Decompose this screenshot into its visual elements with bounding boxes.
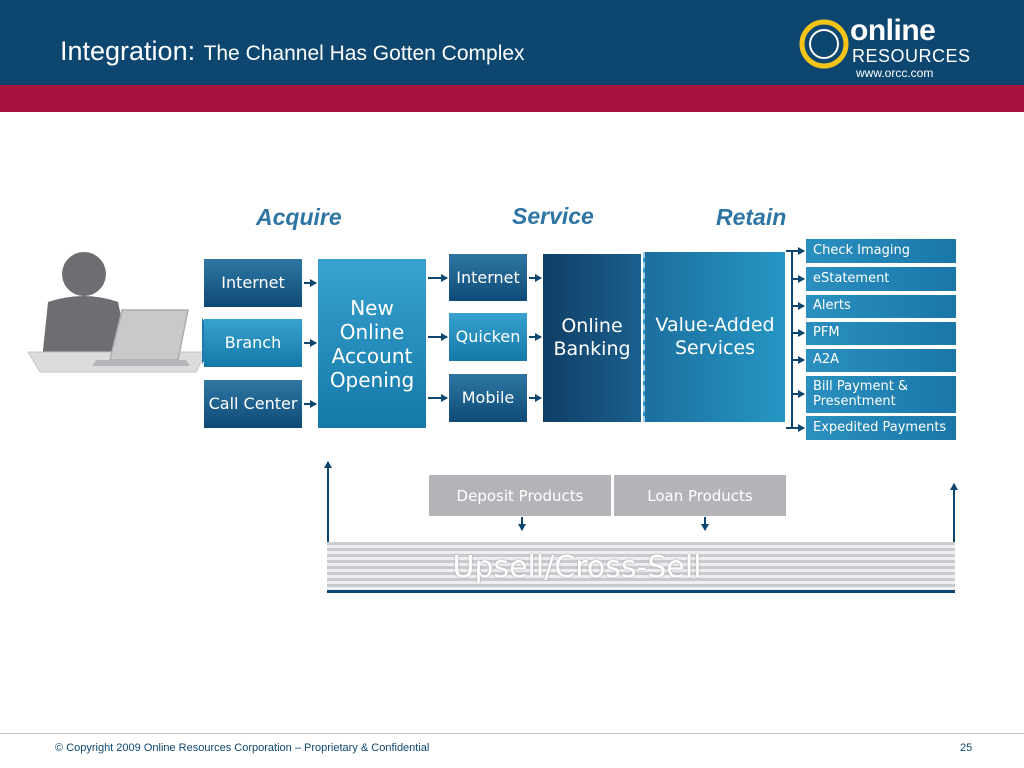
footer-divider <box>0 733 1024 734</box>
logo-ring-icon <box>799 19 849 69</box>
slide-title: Integration: The Channel Has Gotten Comp… <box>60 36 525 67</box>
service-internet: Internet <box>449 254 527 301</box>
service-alerts: Alerts <box>806 295 956 318</box>
logo-url: www.orcc.com <box>856 66 934 80</box>
title-main: Integration: <box>60 36 196 66</box>
service-bill-payment: Bill Payment & Presentment <box>806 376 956 413</box>
page-number: 25 <box>960 742 973 754</box>
service-expedited-payments: Expedited Payments <box>806 416 956 440</box>
acquire-branch: Branch <box>204 319 302 367</box>
upsell-bar <box>327 542 955 593</box>
logo-resources: RESOURCES <box>852 46 971 66</box>
service-quicken: Quicken <box>449 313 527 361</box>
service-pfm: PFM <box>806 322 956 345</box>
acquire-internet: Internet <box>204 259 302 307</box>
acquire-call-center: Call Center <box>204 380 302 428</box>
company-logo: online RESOURCES www.orcc.com <box>796 12 996 82</box>
footer-copyright: © Copyright 2009 Online Resources Corpor… <box>55 742 430 754</box>
service-check-imaging: Check Imaging <box>806 239 956 263</box>
accent-bar <box>0 85 1024 112</box>
heading-retain: Retain <box>716 204 787 230</box>
heading-service: Service <box>512 203 594 229</box>
header-bar <box>0 0 1024 85</box>
deposit-products: Deposit Products <box>429 475 611 516</box>
loan-products: Loan Products <box>614 475 786 516</box>
service-mobile: Mobile <box>449 374 527 422</box>
service-estatement: eStatement <box>806 267 956 291</box>
title-sub: The Channel Has Gotten Complex <box>203 42 525 65</box>
value-added-box: Value-Added Services <box>643 252 785 422</box>
online-banking-box: Online Banking <box>543 254 641 422</box>
upsell-label: Upsell/Cross-Sell <box>452 550 702 585</box>
service-a2a: A2A <box>806 349 956 372</box>
account-opening-box: New Online Account Opening <box>318 259 426 428</box>
logo-word: online <box>850 14 936 47</box>
heading-acquire: Acquire <box>256 204 342 230</box>
